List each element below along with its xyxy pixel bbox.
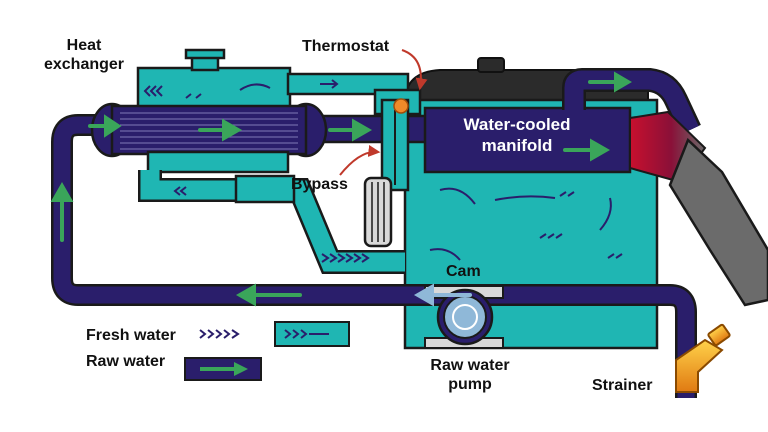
exhaust-hose	[668, 137, 768, 307]
pump-cam	[443, 295, 487, 339]
fresh-flow-chevrons	[143, 79, 623, 263]
heat-exchanger-cap-top	[184, 48, 226, 60]
engine-cap	[477, 57, 505, 73]
bypass-callout	[339, 144, 381, 176]
label-manifold-line1: Water-cooled	[463, 115, 571, 134]
heat-exchanger-tubes	[120, 112, 298, 150]
legend-raw-swatch	[184, 357, 262, 381]
label-manifold-line2: manifold	[481, 136, 553, 155]
label-thermostat: Thermostat	[302, 38, 390, 55]
label-heat-exchanger-line1: Heat	[66, 37, 102, 54]
label-pump-line1: Raw water	[430, 357, 510, 374]
thermostat-callout	[401, 49, 428, 91]
label-cam: Cam	[446, 263, 481, 280]
water-cooled-manifold	[423, 106, 632, 174]
raw-flow-arrows	[50, 71, 632, 307]
label-pump-line2: pump	[448, 376, 492, 393]
legend-fresh-water: Fresh water	[86, 327, 176, 344]
label-heat-exchanger-line2: exchanger	[43, 56, 125, 73]
heat-exchanger-lower-tank	[146, 150, 290, 174]
label-bypass: Bypass	[291, 176, 348, 193]
strainer	[675, 338, 724, 393]
legend-raw-water: Raw water	[86, 353, 166, 370]
label-raw-water-pump: Raw water pump	[420, 356, 520, 394]
thermostat-valve	[393, 98, 409, 114]
label-heat-exchanger: Heat exchanger	[34, 36, 134, 74]
legend-fresh-swatch	[199, 321, 350, 347]
label-strainer: Strainer	[592, 377, 653, 394]
label-manifold: Water-cooled manifold	[442, 114, 592, 156]
fresh-return-coupling	[234, 174, 296, 204]
